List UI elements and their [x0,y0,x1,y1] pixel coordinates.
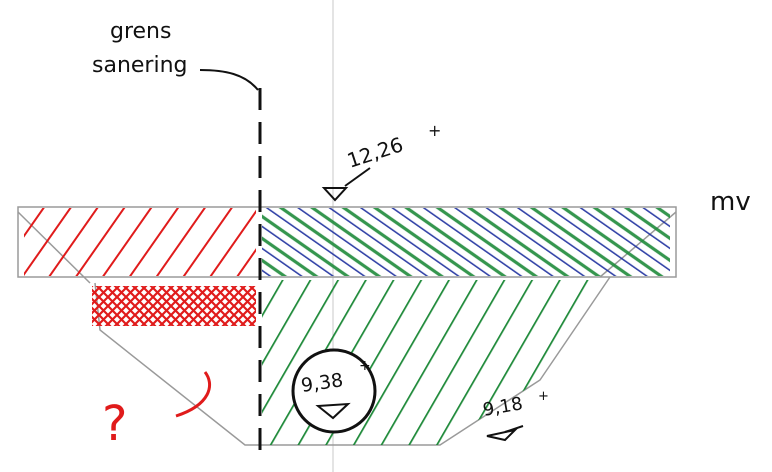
blue-green-hatch-zone [262,208,670,276]
boundary-leader-line [199,69,259,91]
boundary-label-line2: sanering [92,53,188,78]
red-uncertainty-stroke [175,371,211,418]
surface-level-triangle [321,187,349,202]
red-crosshatch-zone [92,286,256,326]
red-hatch-zone [24,208,256,276]
surface-level-leader [344,167,371,187]
bottom-level-triangle [486,428,519,442]
circled-level-sign: + [359,358,371,374]
surface-level-value: 12,26 [344,132,406,173]
circled-level-marker [315,402,351,420]
boundary-label-line1: grens [110,19,171,44]
bottom-level-leader [504,425,524,433]
surface-level-sign: + [428,121,441,140]
circled-level-ring [291,348,377,434]
question-mark: ? [102,396,127,452]
ground-level-label: mv [710,187,751,217]
bottom-level-sign: + [538,389,549,404]
